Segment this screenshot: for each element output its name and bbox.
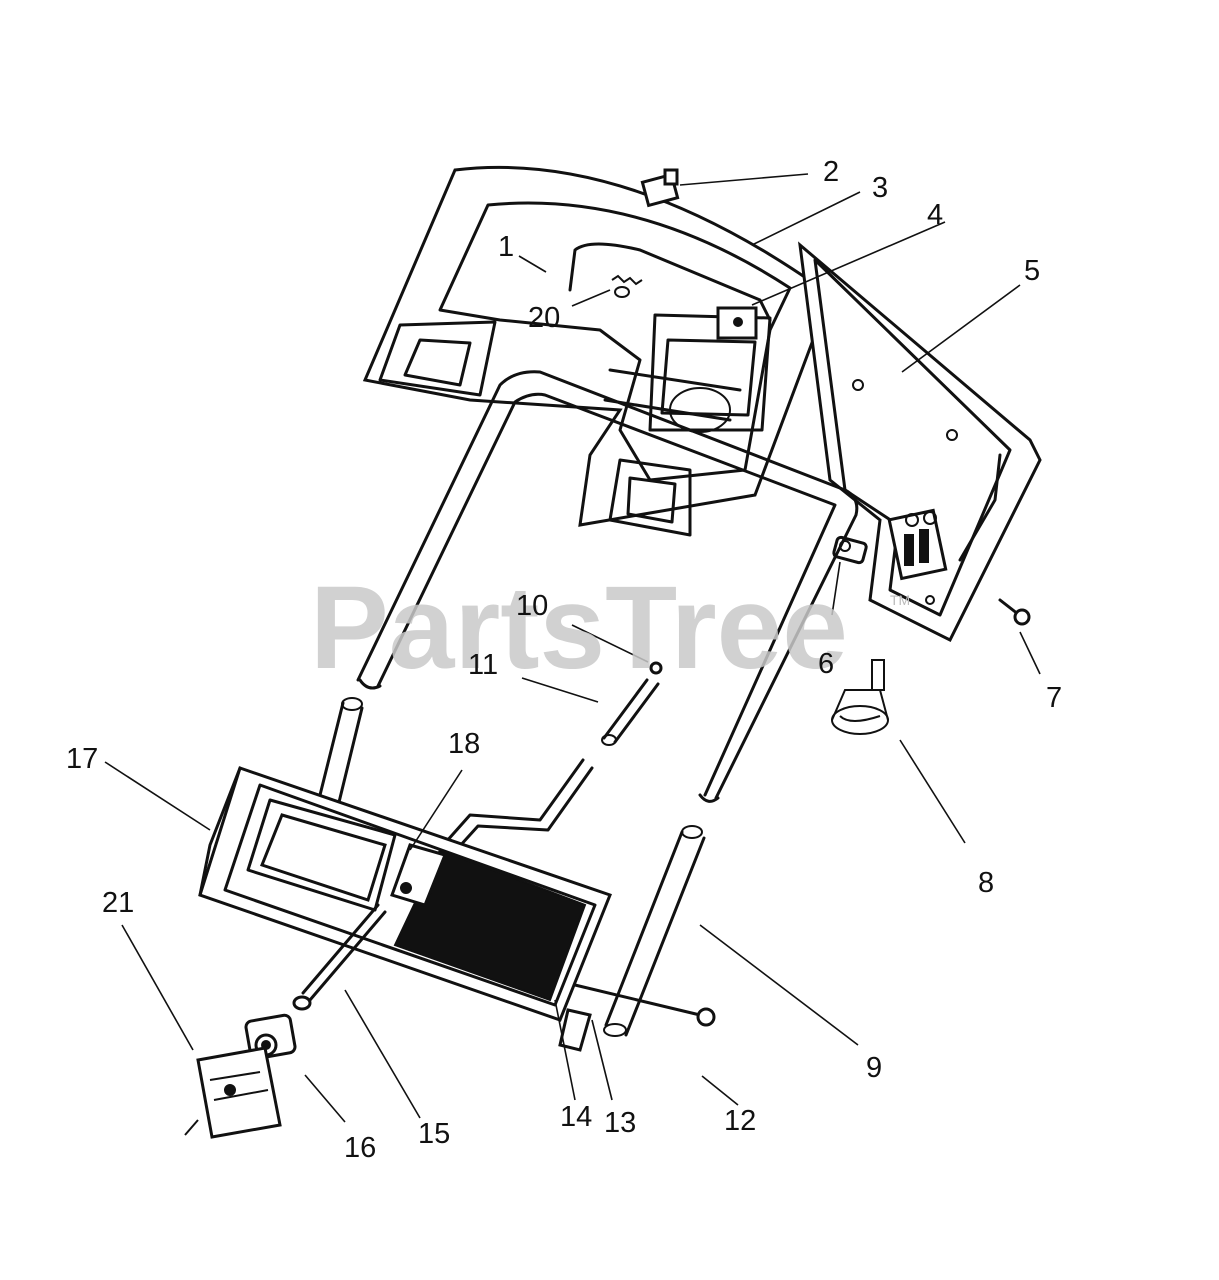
callout-21: 21: [102, 887, 134, 919]
lower-tube-right: [603, 825, 706, 1037]
callout-4: 4: [927, 199, 943, 231]
cable: [292, 903, 387, 1011]
callout-labels: 2 3 4 1 20 5 6 7 8 9 10 11 18 17 21 12 1…: [66, 156, 1062, 1164]
upper-handle-housing: [362, 165, 830, 537]
switch-block: [716, 306, 758, 340]
spring: [611, 274, 643, 298]
callout-7: 7: [1046, 682, 1062, 714]
switch-wiring: [887, 508, 948, 581]
callout-11: 11: [468, 649, 498, 681]
callout-17: 17: [66, 743, 98, 775]
callout-15: 15: [418, 1118, 450, 1150]
bolt: [573, 983, 716, 1027]
callout-14: 14: [560, 1101, 592, 1133]
callout-2: 2: [823, 156, 839, 188]
bail-lever: [568, 242, 772, 322]
callout-16: 16: [344, 1132, 376, 1164]
callout-8: 8: [978, 867, 994, 899]
callout-3: 3: [872, 172, 888, 204]
knob: [831, 659, 889, 735]
switch-box: [184, 1046, 282, 1139]
callout-1: 1: [498, 231, 514, 263]
callout-18: 18: [448, 728, 480, 760]
lower-housing: [198, 766, 612, 1022]
callout-20: 20: [528, 302, 560, 334]
callout-6: 6: [818, 648, 834, 680]
screw: [998, 598, 1031, 626]
leader-lines: [104, 173, 1041, 1123]
watermark: PartsTree: [310, 562, 848, 694]
callout-9: 9: [866, 1052, 882, 1084]
cap-clip: [640, 168, 680, 208]
callout-12: 12: [724, 1105, 756, 1137]
bracket: [558, 1008, 592, 1052]
callout-10: 10: [516, 590, 548, 622]
watermark-tm: TM: [890, 592, 910, 608]
callout-5: 5: [1024, 255, 1040, 287]
upper-handle-tube: [356, 370, 859, 800]
crossbar-tube: [603, 368, 742, 422]
callout-13: 13: [604, 1107, 636, 1139]
